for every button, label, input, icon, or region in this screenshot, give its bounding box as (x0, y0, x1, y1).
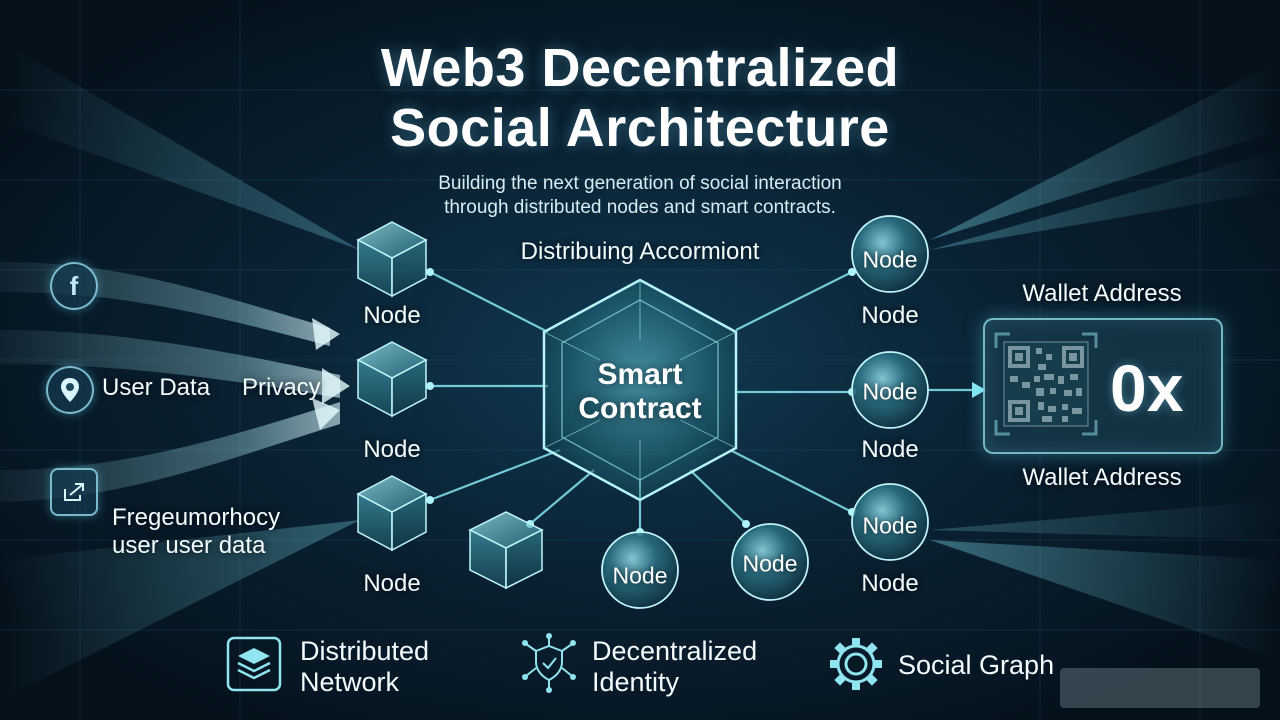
node-sphere-4 (601, 531, 679, 609)
watermark-block (1060, 668, 1260, 708)
feature-distributed-line2: Network (300, 667, 400, 697)
node-cube-1 (356, 221, 428, 298)
distribution-label: Distribuing Accormiont (520, 238, 760, 265)
hub-label-line2: Contract (578, 392, 702, 425)
feature-distributed-line1: Distributed (300, 636, 430, 666)
feature-identity-line1: Decentralized (592, 636, 758, 666)
node-label-sphere-3: Node (861, 570, 919, 597)
wallet-label-bottom: Wallet Address (1022, 464, 1182, 491)
node-sphere-1-text: Node (862, 246, 918, 273)
gear-icon (828, 636, 884, 697)
wallet-label-top: Wallet Address (1022, 280, 1182, 307)
feature-social: Social Graph (898, 650, 1055, 680)
node-label-cube-2: Node (363, 436, 421, 463)
facebook-icon: f (50, 262, 98, 310)
diagram-subtitle-line2: through distributed nodes and smart cont… (444, 197, 836, 218)
share-icon (50, 468, 98, 516)
user-data-label: User Data (102, 374, 211, 401)
hub-label-line1: Smart (597, 358, 683, 391)
layers-icon (226, 636, 282, 697)
node-sphere-5-text: Node (742, 550, 798, 577)
privacy-label: Privacy (242, 374, 321, 401)
node-label-cube-1: Node (363, 302, 421, 329)
wallet-prefix: 0x (1110, 351, 1184, 425)
wallet-arrow (972, 382, 986, 398)
node-cube-2 (356, 341, 428, 418)
node-sphere-2 (851, 351, 929, 429)
node-sphere-3 (851, 483, 929, 561)
diagram-subtitle-line1: Building the next generation of social i… (438, 173, 842, 194)
wallet-card (983, 318, 1223, 454)
node-sphere-4-text: Node (612, 562, 668, 589)
node-label-sphere-2: Node (861, 436, 919, 463)
hub-label: Smart Contract (578, 358, 701, 426)
node-cube-3 (356, 475, 428, 552)
node-sphere-3-text: Node (862, 512, 918, 539)
light-rays (0, 40, 1280, 700)
node-label-cube-3: Node (363, 570, 421, 597)
feature-identity-line2: Identity (592, 667, 680, 697)
node-sphere-5 (731, 523, 809, 601)
node-label-sphere-1: Node (861, 302, 919, 329)
user-data-note-line2: user user data (112, 532, 266, 559)
user-data-note-line1: Fregeumorhocy (112, 504, 281, 531)
connector-lines (429, 271, 972, 532)
diagram-title-line1: Web3 Decentralized (380, 38, 900, 98)
node-cube-4 (468, 511, 544, 590)
node-sphere-2-text: Node (862, 378, 918, 405)
identity-shield-icon (518, 632, 580, 699)
location-pin-icon (46, 366, 94, 414)
smart-contract-hub (542, 278, 738, 502)
node-spheres (601, 215, 929, 609)
diagram-title-line2: Social Architecture (390, 98, 890, 158)
node-sphere-1 (851, 215, 929, 293)
